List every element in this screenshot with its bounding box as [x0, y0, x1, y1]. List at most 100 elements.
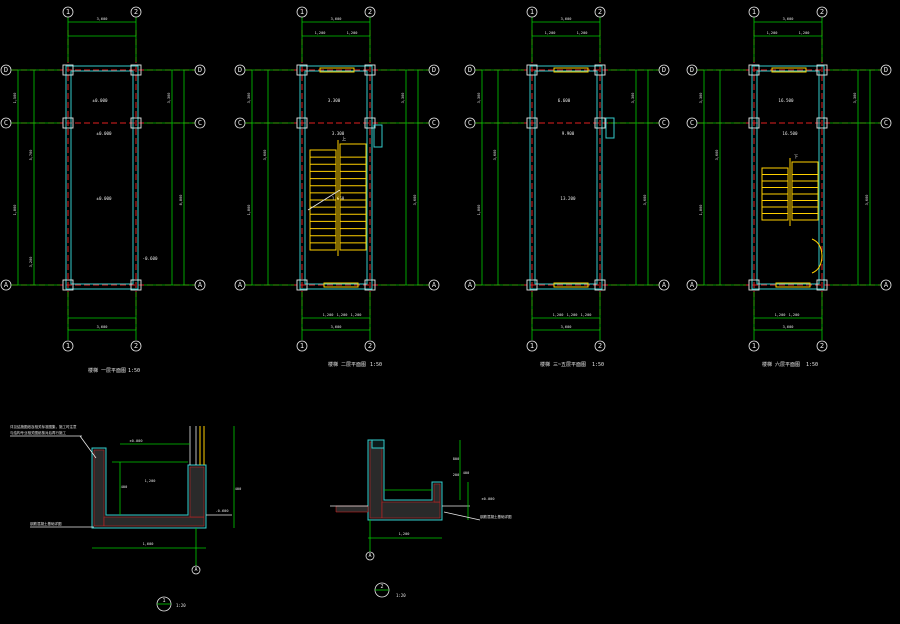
structural-column	[594, 117, 606, 129]
detail-1-scale: 1:20	[176, 603, 186, 608]
detail-1-hatch-left	[93, 449, 105, 527]
stair-wall-inner	[756, 70, 820, 285]
axis-bubble	[194, 64, 206, 76]
detail-1-dim-1: 1,200	[145, 479, 156, 483]
window-bar	[775, 282, 811, 288]
detail-2-callout: 钢筋混凝土基础详图	[480, 514, 512, 519]
detail-1-hatch-bottom	[103, 516, 205, 527]
dim-label-bottom: 1,200	[567, 313, 578, 317]
axis-bubble-label: D	[238, 66, 242, 74]
structural-column	[748, 279, 760, 291]
structural-column	[594, 64, 606, 76]
axis-bubble-label: A	[432, 281, 437, 289]
window-bar	[771, 67, 807, 73]
axis-bubble	[234, 279, 246, 291]
axis-bubble	[594, 340, 606, 352]
axis-bubble-label: C	[238, 119, 242, 127]
plan-1: 3,6003,6001,5005,7001,8003,2003,3008,800…	[0, 6, 206, 352]
axis-bubble	[658, 117, 670, 129]
stair-wall-inner	[70, 70, 134, 285]
detail-2-callout-leader	[443, 511, 481, 521]
structural-column	[296, 279, 308, 291]
axis-bubble-label: A	[884, 281, 889, 289]
dim-label-bottom: 1,200	[581, 313, 592, 317]
structural-column	[62, 279, 74, 291]
detail-2-slab	[335, 505, 369, 513]
axis-bubble-label: D	[4, 66, 8, 74]
detail-2-hatch-bottom	[381, 501, 441, 519]
dim-label-top: 1,200	[767, 31, 778, 35]
structural-column	[296, 64, 308, 76]
dim-label-left: 3,300	[699, 93, 703, 104]
dim-label-top: 3,600	[331, 17, 342, 21]
structural-column	[296, 117, 308, 129]
stair-wall-outer	[529, 65, 603, 290]
dim-label-left: 1,800	[13, 205, 17, 216]
axis-bubble-label: 1	[300, 8, 304, 16]
stair-direction-label: 上	[342, 135, 346, 141]
axis-bubble	[130, 340, 142, 352]
dim-label-left: 3,600	[715, 150, 719, 161]
window-bar	[553, 67, 589, 73]
axis-bubble	[234, 64, 246, 76]
detail-1-note-2: 与结构专业相关图纸核对后再行施工	[10, 430, 66, 435]
window-bar	[553, 282, 589, 288]
axis-bubble	[594, 6, 606, 18]
dim-label-left: 3,600	[263, 150, 267, 161]
axis-bubble-label: C	[884, 119, 888, 127]
axis-bubble-label: D	[468, 66, 472, 74]
level-label: 3.300	[332, 131, 345, 136]
door-frame	[373, 124, 383, 148]
dim-label-top: 3,600	[783, 17, 794, 21]
level-label: 13.200	[560, 196, 576, 201]
structural-column	[364, 117, 376, 129]
detail-1-level-2: -0.600	[216, 509, 229, 513]
axis-bubble-label: D	[432, 66, 436, 74]
dim-label-right: 3,300	[167, 93, 171, 104]
dim-label-left: 5,700	[29, 150, 33, 161]
axis-bubble-label: 1	[530, 8, 534, 16]
structural-column	[526, 64, 538, 76]
detail-section-2: 1,200 800 200 400 ±0.000 钢筋混凝土基础详图 A 2 1…	[330, 439, 512, 598]
dim-label-left: 3,600	[493, 150, 497, 161]
axis-bubble-label: A	[690, 281, 695, 289]
dim-label-bottom: 1,200	[351, 313, 362, 317]
dim-label-left: 3,300	[247, 93, 251, 104]
axis-bubble	[428, 117, 440, 129]
axis-bubble	[464, 64, 476, 76]
axis-bubble-label: 2	[598, 342, 602, 350]
level-label: 9.900	[562, 131, 575, 136]
structural-column	[62, 64, 74, 76]
dim-label-top: 1,200	[799, 31, 810, 35]
structural-column	[130, 279, 142, 291]
axis-bubble-label: 2	[134, 8, 138, 16]
structural-column	[594, 279, 606, 291]
plan-scale-3: 1:50	[592, 362, 604, 368]
plan-title-3: 楼梯 三~五层平面图	[540, 361, 586, 368]
dim-label-right: 3,600	[413, 195, 417, 206]
axis-bubble	[816, 6, 828, 18]
dim-label-left: 3,300	[477, 93, 481, 104]
axis-bubble-label: C	[690, 119, 694, 127]
detail-1-axis-label: A	[194, 567, 197, 573]
plan-titles: 楼梯 一层平面图 1:50 楼梯 二层平面图 1:50 楼梯 三~五层平面图 1…	[88, 361, 818, 374]
structural-column	[816, 279, 828, 291]
axis-bubble-label: 2	[368, 342, 372, 350]
detail-1-dim-0: 1,600	[143, 542, 154, 546]
level-label: ±0.000	[96, 131, 112, 136]
axis-bubble-label: A	[4, 281, 9, 289]
level-label: 6.600	[558, 98, 571, 103]
dim-label-bottom: 3,600	[783, 325, 794, 329]
axis-bubble-label: C	[432, 119, 436, 127]
structural-column	[816, 64, 828, 76]
axis-bubble-label: D	[690, 66, 694, 74]
axis-bubble-label: D	[662, 66, 666, 74]
axis-bubble-label: 1	[530, 342, 534, 350]
detail-1-hatch-right	[189, 466, 205, 518]
level-label: ±0.000	[96, 196, 112, 201]
dim-label-bottom: 3,600	[561, 325, 572, 329]
axis-bubble	[686, 117, 698, 129]
